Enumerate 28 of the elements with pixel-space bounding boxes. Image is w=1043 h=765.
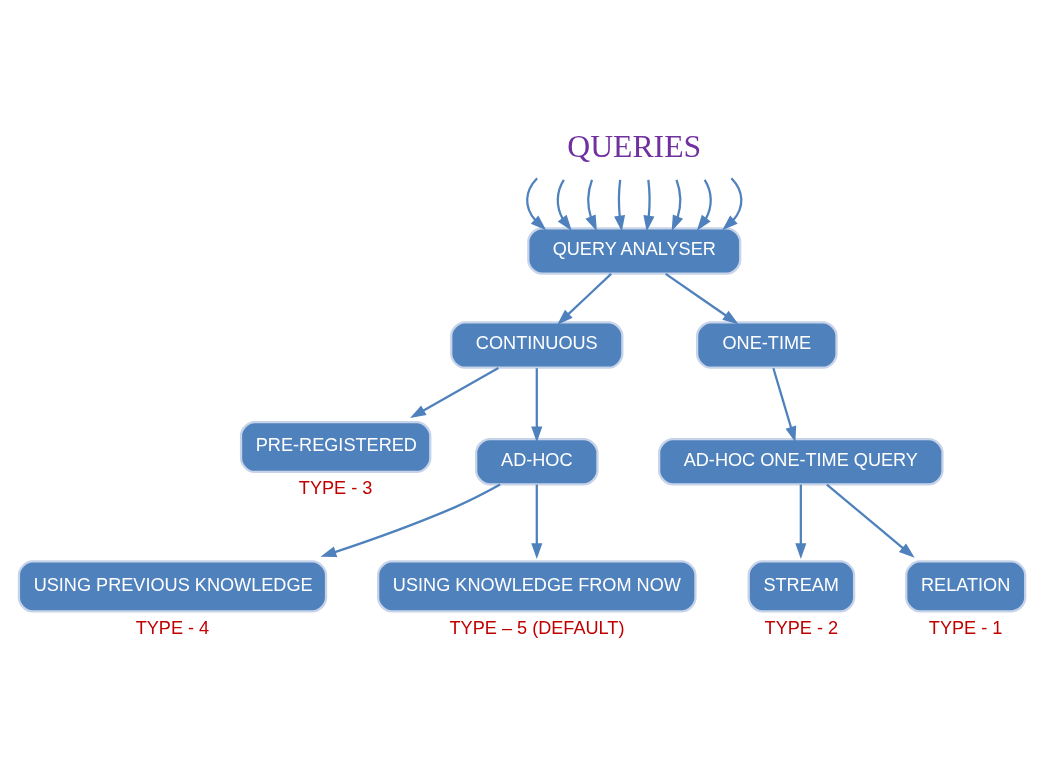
node-box: CONTINUOUS bbox=[450, 320, 624, 369]
arrow bbox=[826, 483, 915, 558]
node-label: TYPE - 1 bbox=[928, 617, 1003, 638]
arrow bbox=[556, 178, 572, 231]
node-label: TYPE - 3 bbox=[298, 477, 373, 498]
arrow bbox=[665, 272, 739, 324]
arrow bbox=[614, 179, 626, 231]
arrow bbox=[526, 177, 547, 230]
arrow bbox=[320, 483, 501, 557]
node-box: AD-HOC bbox=[475, 437, 599, 486]
node-label: TYPE – 5 (DEFAULT) bbox=[449, 617, 625, 638]
node-box: ONE-TIME bbox=[696, 320, 838, 369]
node-label: TYPE - 2 bbox=[764, 617, 839, 638]
node-box: QUERY ANALYSER bbox=[527, 226, 742, 275]
node-label: TYPE - 4 bbox=[135, 617, 210, 638]
arrow bbox=[772, 367, 797, 442]
arrow bbox=[557, 272, 612, 325]
arrow bbox=[696, 178, 712, 231]
arrow bbox=[531, 484, 543, 559]
arrow bbox=[410, 366, 499, 418]
arrow bbox=[795, 484, 807, 559]
node-text: QUERIES bbox=[567, 128, 702, 164]
arrow bbox=[531, 367, 543, 442]
node-box: AD-HOC ONE-TIME QUERY bbox=[658, 437, 944, 486]
arrow bbox=[643, 179, 655, 231]
arrow bbox=[585, 179, 597, 231]
arrow bbox=[671, 179, 684, 231]
arrow bbox=[722, 177, 743, 230]
